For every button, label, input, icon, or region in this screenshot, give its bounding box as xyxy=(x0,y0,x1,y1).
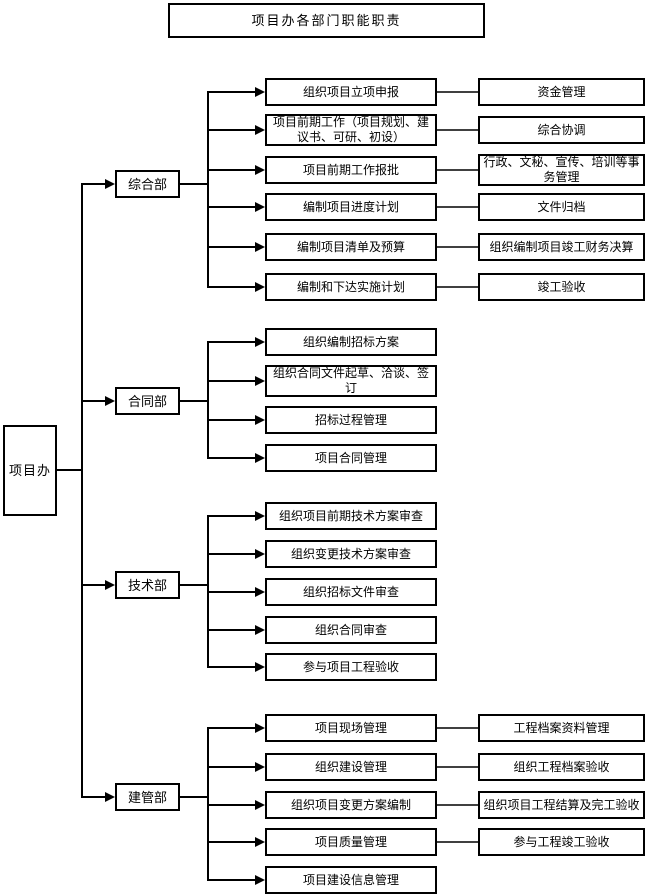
task-box: 组织项目前期技术方案审查 xyxy=(265,502,437,530)
department-box: 建管部 xyxy=(115,783,180,811)
task-box: 组织编制招标方案 xyxy=(265,328,437,356)
task-box: 编制和下达实施计划 xyxy=(265,273,437,301)
task-box: 项目质量管理 xyxy=(265,828,437,856)
task-box: 组织合同文件起草、洽谈、签订 xyxy=(265,365,437,397)
output-box: 行政、文秘、宣传、培训等事务管理 xyxy=(478,154,645,186)
output-box: 工程档案资料管理 xyxy=(478,714,645,742)
output-box: 组织项目工程结算及完工验收 xyxy=(478,791,645,819)
chart-title: 项目办各部门职能职责 xyxy=(168,3,485,38)
connector-trunk xyxy=(57,183,83,798)
task-box: 项目建设信息管理 xyxy=(265,866,437,894)
task-box: 项目前期工作（项目规划、建议书、可研、初设） xyxy=(265,114,437,146)
task-box: 组织建设管理 xyxy=(265,753,437,781)
department-box: 技术部 xyxy=(115,571,180,599)
task-box: 招标过程管理 xyxy=(265,406,437,434)
task-box: 项目前期工作报批 xyxy=(265,156,437,184)
task-box: 参与项目工程验收 xyxy=(265,653,437,681)
output-box: 资金管理 xyxy=(478,78,645,106)
connector-dept-arrows xyxy=(81,183,209,798)
output-box: 参与工程竣工验收 xyxy=(478,828,645,856)
output-box: 竣工验收 xyxy=(478,273,645,301)
output-box: 综合协调 xyxy=(478,116,645,144)
output-box: 组织工程档案验收 xyxy=(478,753,645,781)
task-box: 组织项目立项申报 xyxy=(265,78,437,106)
output-box: 组织编制项目竣工财务决算 xyxy=(478,233,645,261)
connector-output-links xyxy=(436,91,479,843)
task-box: 组织合同审查 xyxy=(265,616,437,644)
task-box: 项目现场管理 xyxy=(265,714,437,742)
task-box: 组织项目变更方案编制 xyxy=(265,791,437,819)
output-box: 文件归档 xyxy=(478,193,645,221)
root-box: 项目办 xyxy=(3,425,57,516)
department-box: 综合部 xyxy=(115,170,180,198)
task-box: 组织变更技术方案审查 xyxy=(265,540,437,568)
connector-task-arrows xyxy=(207,91,256,881)
task-box: 编制项目清单及预算 xyxy=(265,233,437,261)
task-box: 组织招标文件审查 xyxy=(265,578,437,606)
department-box: 合同部 xyxy=(115,387,180,415)
task-box: 项目合同管理 xyxy=(265,444,437,472)
arrowhead-icons xyxy=(105,87,265,885)
task-box: 编制项目进度计划 xyxy=(265,193,437,221)
